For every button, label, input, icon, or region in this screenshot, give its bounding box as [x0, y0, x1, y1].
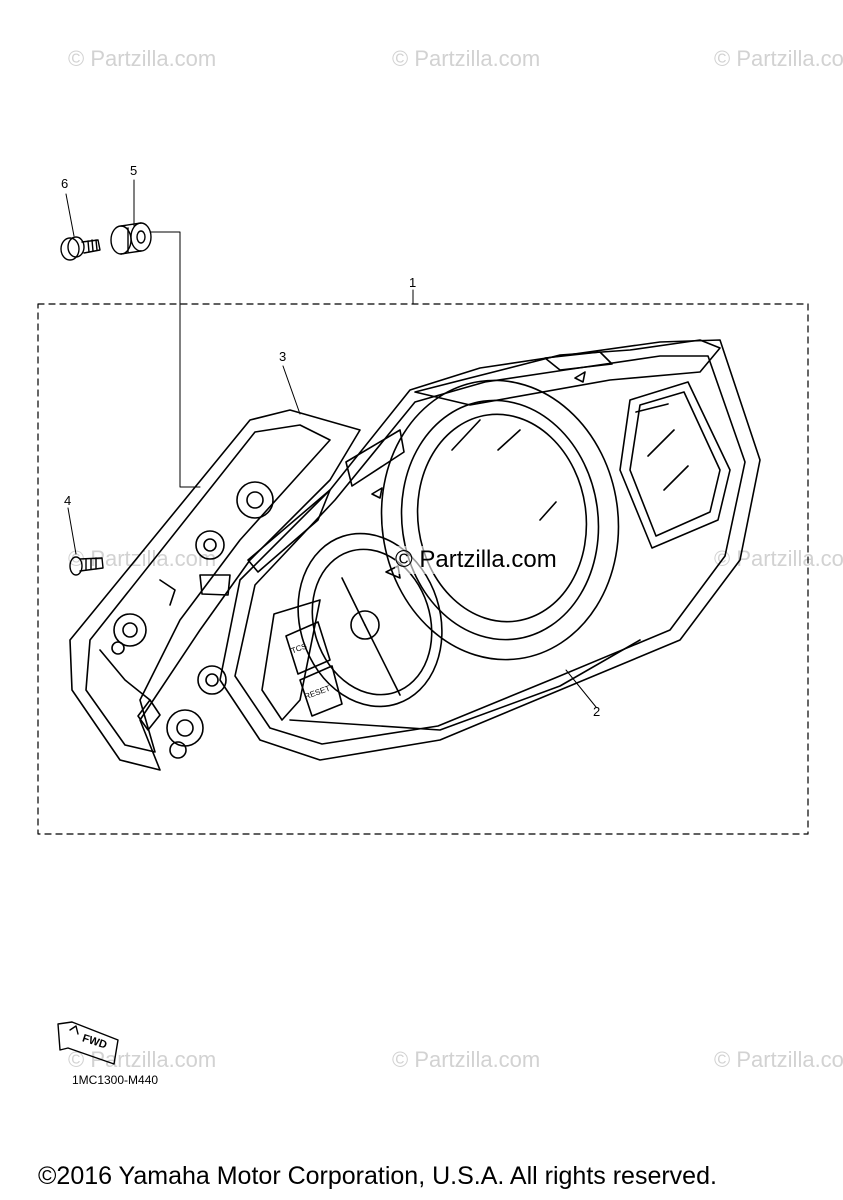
fwd-arrow-icon [57, 1021, 119, 1065]
callout-5: 5 [130, 163, 138, 178]
leader-2 [565, 669, 597, 708]
callout-6: 6 [61, 176, 69, 191]
meter-cover-2 [219, 339, 761, 761]
callout-2: 2 [593, 704, 601, 719]
watermark-center: © Partzilla.com [395, 546, 557, 574]
screw-6 [60, 236, 101, 261]
callout-1: 1 [409, 275, 417, 290]
watermark-top-left: © Partzilla.com [68, 46, 217, 71]
watermark-bottom-right: © Partzilla.com [714, 1047, 843, 1072]
grommet-5 [110, 222, 152, 255]
leader-5 [149, 231, 201, 488]
watermark-top-center: © Partzilla.com [392, 46, 541, 71]
leader-3 [282, 365, 301, 415]
leader-4 [67, 507, 77, 555]
lower-case-3 [69, 409, 361, 771]
callout-4: 4 [64, 493, 72, 508]
watermark-bottom-left: © Partzilla.com [68, 1047, 217, 1072]
watermark-bottom-center: © Partzilla.com [392, 1047, 541, 1072]
screw-4 [69, 556, 104, 576]
copyright-notice: ©2016 Yamaha Motor Corporation, U.S.A. A… [38, 1162, 717, 1190]
callout-3: 3 [279, 349, 287, 364]
assembly-box [37, 303, 809, 835]
watermark-top-right: © Partzilla.com [714, 46, 843, 71]
leader-6 [65, 193, 75, 237]
diagram-code: 1MC1300-M440 [72, 1073, 159, 1087]
